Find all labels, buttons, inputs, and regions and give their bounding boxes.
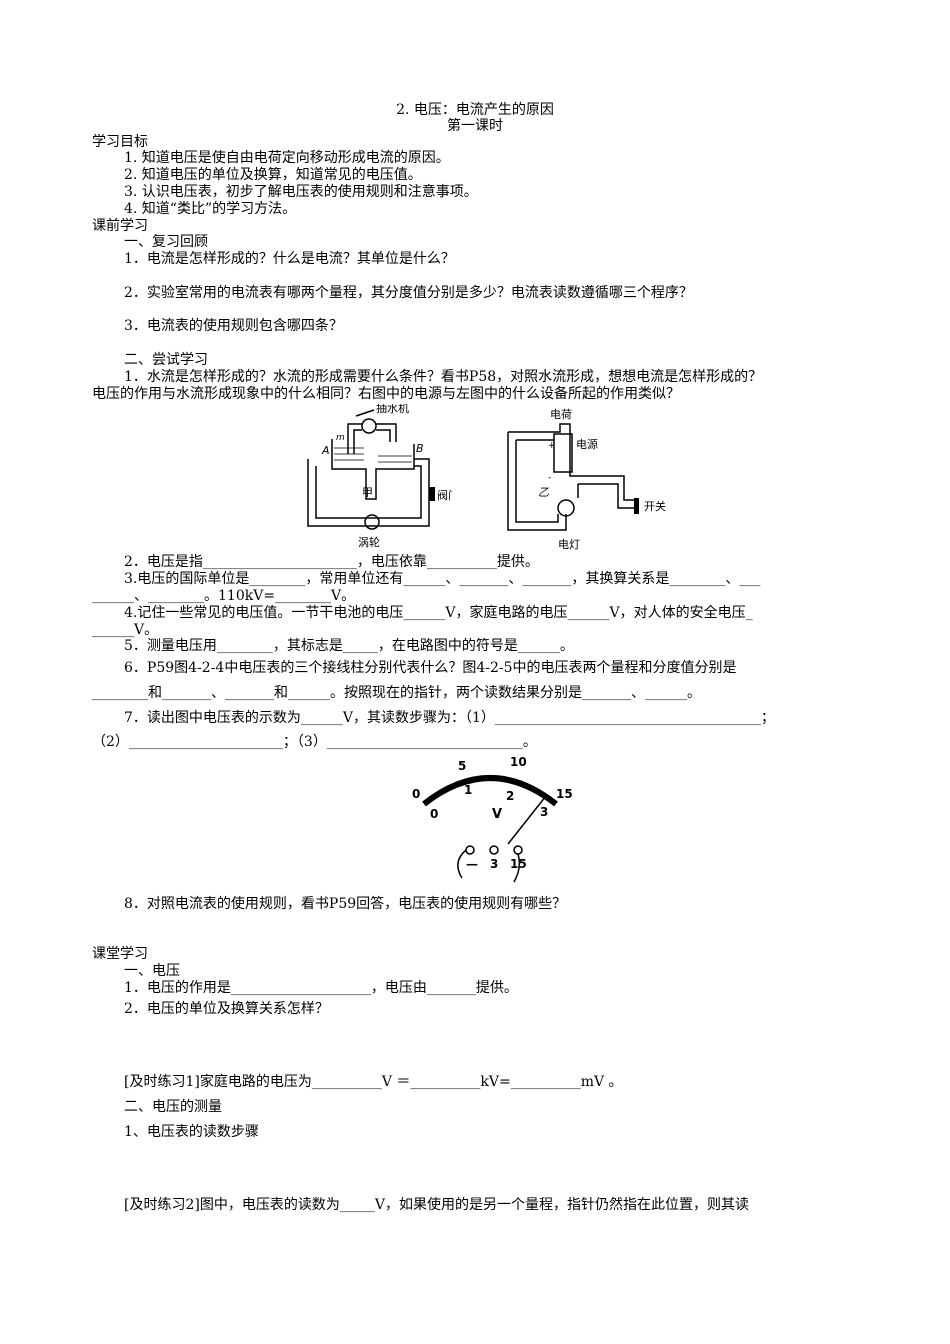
try-question: 6．P59图4-2-4中电压表的三个接线柱分别代表什么？图4-2-5中的电压表两… [124,660,737,676]
review-heading: 一、复习回顾 [124,234,208,250]
terminal-label: — [466,857,478,871]
lower-scale-label: 2 [506,789,514,803]
class-heading: 课堂学习 [92,946,148,962]
upper-scale-label: 5 [458,759,466,773]
try-question: 4.记住一些常见的电压值。一节干电池的电压______V，家庭电路的电压____… [124,605,753,621]
upper-scale-label: 10 [510,755,527,769]
try-question-cont: ______、________。110kV=________V。 [92,588,356,604]
class-section: 一、电压 [124,963,180,979]
voltmeter-symbol: V [492,807,502,822]
review-question: 3．电流表的使用规则包含哪四条？ [124,318,343,334]
try-question: 2．电压是指______________________，电压依靠_______… [124,554,539,570]
goal-item: 3. 认识电压表，初步了解电压表的使用规则和注意事项。 [124,184,478,200]
goal-item: 1. 知道电压是使自由电荷定向移动形成电流的原因。 [124,150,450,166]
class-section: 二、电压的测量 [124,1099,222,1115]
review-question: 1．电流是怎样形成的？什么是电流？其单位是什么？ [124,251,455,267]
figure-jia-label: 甲 [362,486,373,499]
goal-item: 2. 知道电压的单位及换算，知道常见的电压值。 [124,167,422,183]
upper-scale-label: 0 [412,787,420,801]
terminal-label: 15 [510,857,527,871]
try-question: 7．读出图中电压表的示数为______V，其读数步骤为：（1）_________… [124,710,775,726]
try-question-cont: ______V。 [92,622,159,638]
page-subtitle: 第一课时 [447,118,503,134]
try-question: 5．测量电压用________，其标志是_____，在电路图中的符号是_____… [124,638,574,654]
terminal-label: 3 [490,857,498,871]
charge-label: 电荷 [550,408,572,421]
minus-label: - [548,473,551,483]
exercise-2: [及时练习2]图中，电压表的读数为_____V，如果使用的是另一个量程，指针仍然… [124,1197,749,1213]
switch-label: 开关 [644,499,666,513]
voltmeter-figure: 0 5 10 15 0 1 2 3 V — 3 15 [412,755,573,883]
goals-heading: 学习目标 [92,134,148,150]
try-question: 8．对照电流表的使用规则，看书P59回答，电压表的使用规则有哪些？ [124,896,567,912]
container-a-label: A [321,444,330,457]
try-question-cont: ________和_______、_______和______。按照现在的指针，… [92,685,701,701]
class-question: 2．电压的单位及换算关系怎样？ [124,1001,329,1017]
try-question-cont: （2）______________________；（3）___________… [92,734,537,750]
try-question: 3.电压的国际单位是________，常用单位还有______、_______、… [124,571,761,587]
pump-label: 抽水机 [376,404,409,415]
lamp-label: 电灯 [558,538,580,551]
turbine-label: 涡轮 [358,535,380,549]
lower-scale-label: 0 [430,807,438,821]
water-flow-figure: 抽水机 A m B 甲 阀门 涡轮 [307,404,452,549]
try-question-cont: 电压的作用与水流形成现象中的什么相同？右图中的电源与左图中的什么设备所起的作用类… [92,386,680,402]
plus-label: + [548,441,556,451]
class-subsection: 1、电压表的读数步骤 [124,1124,259,1140]
pre-heading: 课前学习 [92,218,148,234]
class-question: 1．电压的作用是____________________，电压由_______提… [124,980,518,996]
goal-item: 4. 知道“类比”的学习方法。 [124,201,297,217]
figure-yi-label: 乙 [538,486,549,499]
try-heading: 二、尝试学习 [124,352,208,368]
upper-scale-label: 15 [556,787,573,801]
lower-scale-label: 1 [464,783,472,797]
page-title: 2. 电压：电流产生的原因 [396,102,554,118]
container-b-label: B [416,442,424,455]
m-label: m [336,433,345,443]
try-question: 1．水流是怎样形成的？水流的形成需要什么条件？看书P58，对照水流形成，想想电流… [124,369,763,385]
source-label: 电源 [576,437,598,451]
valve-label: 阀门 [437,488,452,502]
exercise-1: [及时练习1]家庭电路的电压为__________V ＝__________kV… [124,1074,623,1090]
electric-circuit-figure: 电荷 电源 + - 乙 开关 电灯 [507,408,666,551]
lower-scale-label: 3 [540,805,548,819]
review-question: 2．实验室常用的电流表有哪两个量程，其分度值分别是多少？电流表读数遵循哪三个程序… [124,285,693,301]
